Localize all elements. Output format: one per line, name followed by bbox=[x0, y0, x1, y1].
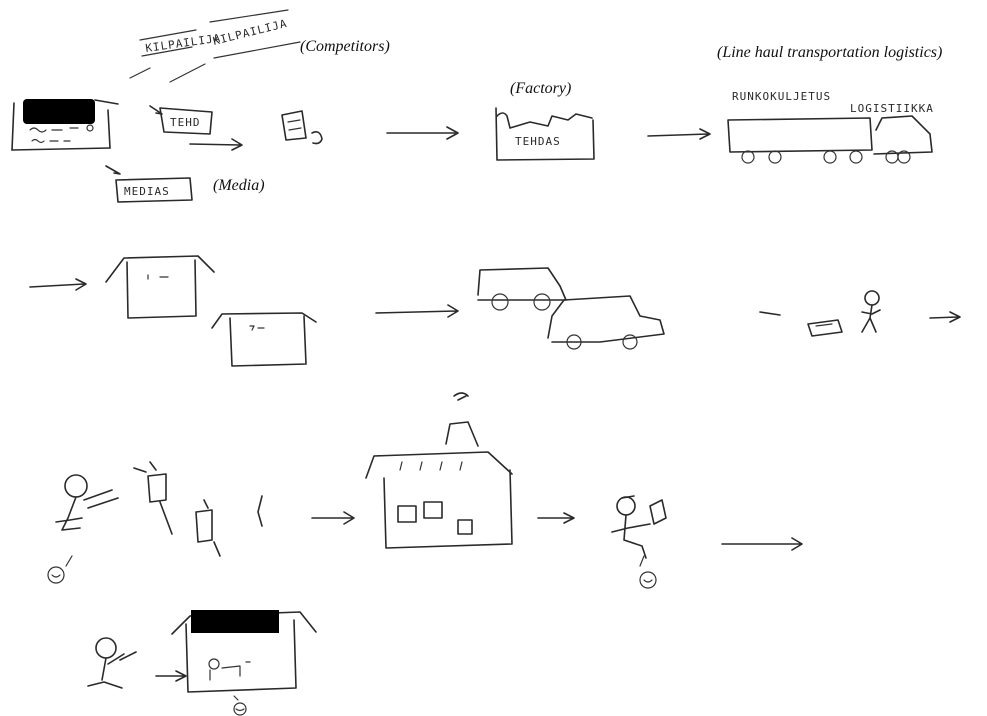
truck-handwritten-2: LOGISTIIKKA bbox=[850, 102, 934, 115]
factory-sketch: TEHDAS bbox=[496, 108, 594, 160]
courier-sketch bbox=[808, 291, 880, 336]
competitor-label-1: KILPAILIJA bbox=[145, 31, 222, 54]
arrow-8 bbox=[538, 513, 574, 523]
factory-caption: (Factory) bbox=[510, 80, 571, 97]
store-row4-sketch bbox=[172, 610, 316, 715]
line-haul-caption: (Line haul transportation logistics) bbox=[717, 44, 942, 61]
warehouse-sketch-2 bbox=[212, 313, 316, 366]
arrow-3 bbox=[30, 279, 86, 290]
redacted-store-name bbox=[23, 99, 95, 124]
arrow-5 bbox=[760, 312, 780, 315]
arrow-4 bbox=[376, 305, 458, 317]
competitors-caption: (Competitors) bbox=[300, 38, 390, 55]
customer-computer-sketch bbox=[612, 496, 666, 588]
store-sketch bbox=[12, 99, 118, 150]
arrow-9 bbox=[722, 538, 802, 550]
svg-text:TEHD: TEHD bbox=[170, 116, 201, 129]
media-caption: (Media) bbox=[213, 177, 265, 194]
factory-handwritten: TEHDAS bbox=[515, 135, 561, 148]
customer-shouting-sketch bbox=[48, 475, 118, 583]
media-handwritten: MEDIAS bbox=[124, 185, 170, 198]
customer-row4-sketch bbox=[88, 638, 136, 688]
arrow-6 bbox=[930, 312, 960, 322]
car-sketch-1 bbox=[478, 268, 566, 310]
arrow-2 bbox=[648, 129, 710, 139]
store-building-sketch bbox=[366, 393, 512, 548]
truck-sketch: RUNKOKULJETUS LOGISTIIKKA bbox=[728, 90, 934, 163]
arrow-10 bbox=[156, 671, 186, 681]
competitor-label-2: KILPAILIJA bbox=[212, 17, 289, 48]
truck-handwritten-1: RUNKOKULJETUS bbox=[732, 90, 831, 103]
media-sketch: MEDIAS bbox=[106, 166, 192, 202]
competitors-sketch: KILPAILIJA KILPAILIJA TEHD bbox=[130, 10, 322, 150]
warehouse-sketch-1 bbox=[106, 256, 214, 318]
arrow-7 bbox=[312, 512, 354, 524]
phones-sketch bbox=[134, 462, 262, 556]
arrow-1 bbox=[387, 127, 458, 139]
car-sketch-2 bbox=[548, 296, 664, 349]
redacted-store-name-2 bbox=[191, 610, 279, 633]
